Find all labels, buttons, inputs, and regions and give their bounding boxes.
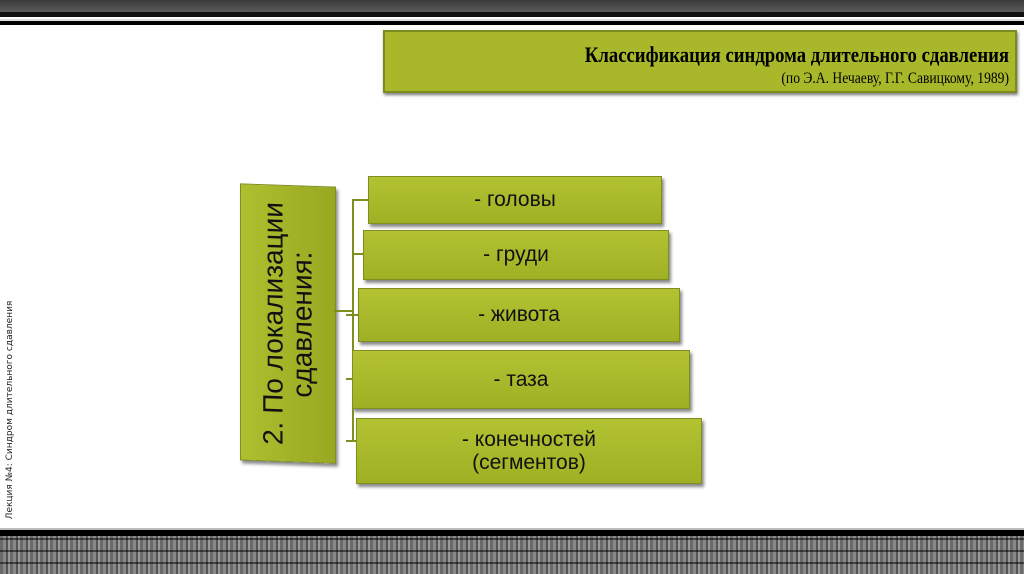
item-label: - головы — [474, 188, 556, 212]
top-stripe-2 — [0, 21, 1024, 25]
item-box: - головы — [368, 176, 662, 224]
footer-line — [0, 528, 1024, 530]
root-label: 2. По локализации сдавления: — [257, 200, 318, 446]
root-box: 2. По локализации сдавления: — [240, 183, 336, 464]
title-box: Классификация синдрома длительного сдавл… — [383, 30, 1017, 93]
item-box: - груди — [363, 230, 669, 280]
connector — [352, 199, 368, 201]
slide-title: Классификация синдрома длительного сдавл… — [584, 42, 1009, 67]
connector-vertical — [352, 199, 354, 442]
slide-subtitle: (по Э.А. Нечаеву, Г.Г. Савицкому, 1989) — [781, 70, 1009, 87]
top-bar — [0, 0, 1024, 12]
item-label: - таза — [493, 367, 549, 391]
item-label: - живота — [478, 303, 560, 327]
sidebar-label: Лекция №4: Синдром длительного сдавления — [0, 300, 20, 520]
footer-stripe — [0, 530, 1024, 536]
item-box: - таза — [352, 350, 690, 409]
connector — [346, 378, 354, 380]
item-box: - живота — [358, 288, 680, 342]
item-box: - конечностей (сегментов) — [356, 418, 702, 484]
footer-pattern — [0, 536, 1024, 574]
connector — [352, 253, 364, 255]
connector — [334, 310, 352, 312]
connector — [346, 314, 358, 316]
item-label: - груди — [483, 243, 549, 267]
lecture-label: Лекция №4: Синдром длительного сдавления — [5, 300, 15, 520]
item-label: - конечностей (сегментов) — [461, 427, 597, 474]
connector — [346, 440, 356, 442]
top-stripe — [0, 12, 1024, 17]
top-line — [0, 19, 1024, 21]
